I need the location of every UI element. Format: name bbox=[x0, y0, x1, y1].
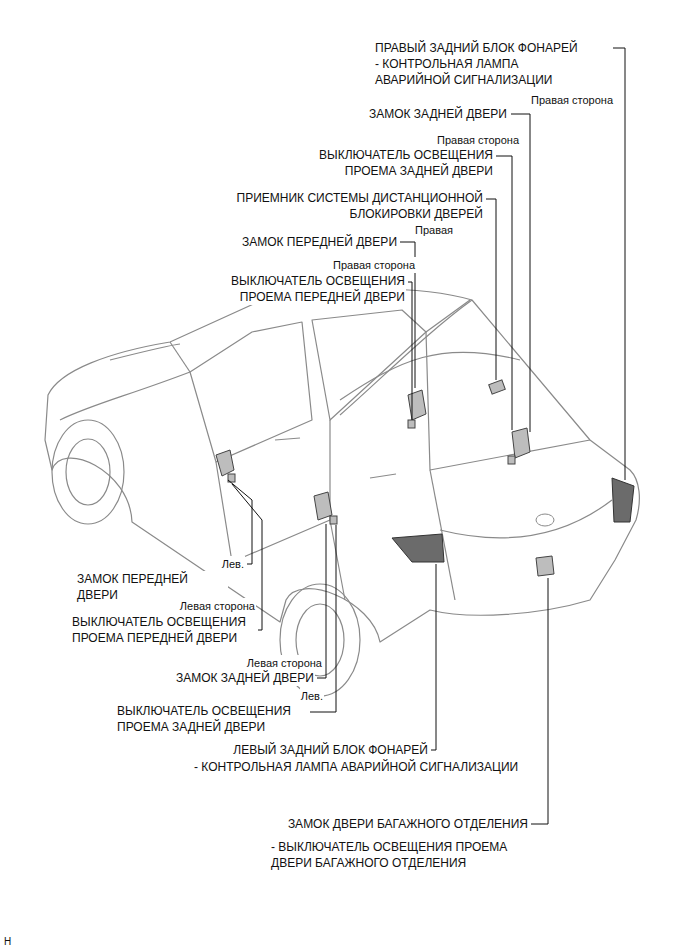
tail-lamps bbox=[392, 478, 634, 562]
part-name: ЗАМОК ДВЕРИ БАГАЖНОГО ОТДЕЛЕНИЯ bbox=[287, 816, 529, 832]
side-note: Левая сторона bbox=[246, 655, 323, 671]
part-name: ПРАВЫЙ ЗАДНИЙ БЛОК ФОНАРЕЙ bbox=[374, 40, 579, 56]
side-note: Левая сторона bbox=[179, 598, 256, 614]
part-name: ЛЕВЫЙ ЗАДНИЙ БЛОК ФОНАРЕЙ bbox=[232, 742, 429, 758]
side-note: Правая сторона bbox=[332, 257, 416, 273]
part-name: ЗАМОК ЗАДНЕЙ ДВЕРИ bbox=[175, 670, 315, 686]
part-name: ВЫКЛЮЧАТЕЛЬ ОСВЕЩЕНИЯ ПРОЕМА ПЕРЕДНЕЙ ДВ… bbox=[184, 273, 406, 305]
sub-item: - КОНТРОЛЬНАЯ ЛАМПА АВАРИЙНОЙ СИГНАЛИЗАЦ… bbox=[374, 56, 576, 88]
part-name: ПРИЕМНИК СИСТЕМЫ ДИСТАНЦИОННОЙ БЛОКИРОВК… bbox=[192, 190, 484, 222]
car-body bbox=[45, 289, 639, 696]
part-name: ЗАМОК ПЕРЕДНЕЙ ДВЕРИ bbox=[241, 234, 398, 250]
sub-item: - ВЫКЛЮЧАТЕЛЬ ОСВЕЩЕНИЯ ПРОЕМА ДВЕРИ БАГ… bbox=[270, 839, 540, 871]
sub-item: - КОНТРОЛЬНАЯ ЛАМПА АВАРИЙНОЙ СИГНАЛИЗАЦ… bbox=[193, 759, 519, 775]
side-note: Правая сторона bbox=[530, 92, 614, 108]
part-name: ВЫКЛЮЧАТЕЛЬ ОСВЕЩЕНИЯ ПРОЕМА ЗАДНЕЙ ДВЕР… bbox=[282, 147, 494, 179]
side-note: Лев. bbox=[221, 556, 245, 572]
side-note: Правая bbox=[414, 222, 454, 238]
part-name: ЗАМОК ЗАДНЕЙ ДВЕРИ bbox=[368, 106, 508, 122]
side-note: Лев. bbox=[300, 688, 324, 704]
part-name: ВЫКЛЮЧАТЕЛЬ ОСВЕЩЕНИЯ ПРОЕМА ЗАДНЕЙ ДВЕР… bbox=[116, 703, 310, 735]
figure-code: H bbox=[3, 934, 12, 950]
side-note: Правая сторона bbox=[436, 132, 520, 148]
part-name: ВЫКЛЮЧАТЕЛЬ ОСВЕЩЕНИЯ ПРОЕМА ПЕРЕДНЕЙ ДВ… bbox=[71, 614, 258, 646]
components bbox=[216, 380, 554, 576]
